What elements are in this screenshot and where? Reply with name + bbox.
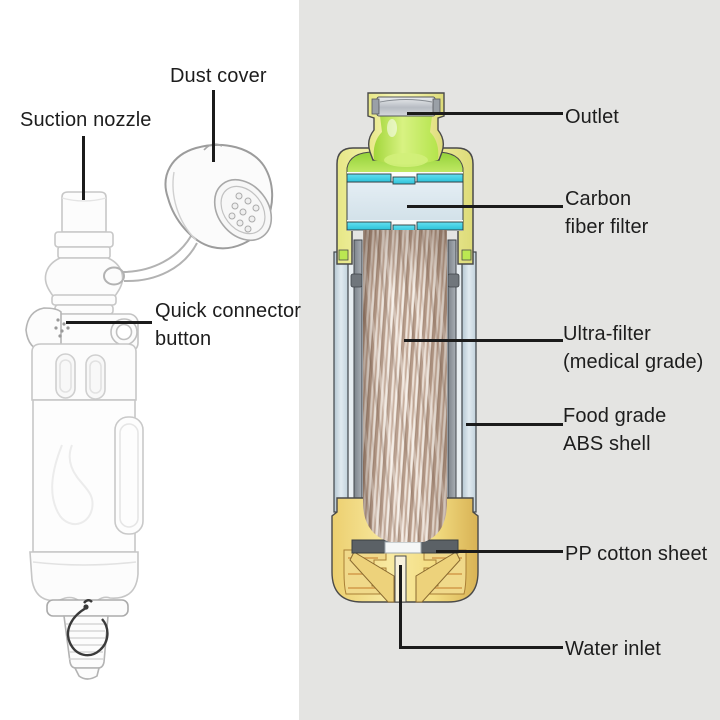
inlet-funnel-left (349, 551, 395, 603)
label-carbon-fiber-filter: Carbon fiber filter (565, 188, 649, 238)
suction-nozzle-drawing (44, 191, 124, 315)
leader-water-inlet (399, 646, 563, 649)
button-texture-dots (54, 318, 70, 338)
label-suction-nozzle: Suction nozzle (20, 109, 152, 131)
dust-cover-strap (103, 235, 198, 286)
dust-cover-drawing (164, 143, 274, 250)
pp-cotton-sheet-part (384, 541, 422, 554)
label-abs-shell: Food grade ABS shell (563, 405, 667, 455)
leader-quick-connector (66, 321, 152, 324)
label-pp-cotton-sheet: PP cotton sheet (565, 543, 708, 565)
body-drawing (31, 343, 144, 553)
leader-abs-shell (466, 423, 563, 426)
inlet-funnel-right (415, 551, 461, 603)
leader-outlet (407, 112, 563, 115)
label-quick-connector: Quick connector button (155, 300, 302, 350)
leader-dust-cover (212, 90, 215, 162)
leader-pp-cotton (436, 550, 563, 553)
label-ultra-filter: Ultra-filter (medical grade) (563, 323, 704, 373)
ultra-filter-fibers (363, 230, 447, 542)
leader-ultra-filter (404, 339, 563, 342)
bottom-nozzle-drawing (29, 551, 139, 680)
leader-water-inlet-vertical (399, 565, 402, 649)
device-illustration (25, 143, 274, 680)
lanyard-loop (66, 599, 109, 657)
leader-carbon-filter (407, 205, 563, 208)
cutaway-illustration (331, 92, 479, 603)
label-outlet: Outlet (565, 106, 619, 128)
quick-connector-drawing (25, 307, 139, 353)
outlet-cap (367, 92, 445, 167)
cyan-gasket-top (346, 173, 464, 185)
label-water-inlet: Water inlet (565, 638, 661, 660)
dust-cover-holes (228, 192, 260, 233)
carbon-fiber-filter-block (346, 172, 464, 233)
label-dust-cover: Dust cover (170, 65, 267, 87)
leader-suction-nozzle (82, 136, 85, 200)
